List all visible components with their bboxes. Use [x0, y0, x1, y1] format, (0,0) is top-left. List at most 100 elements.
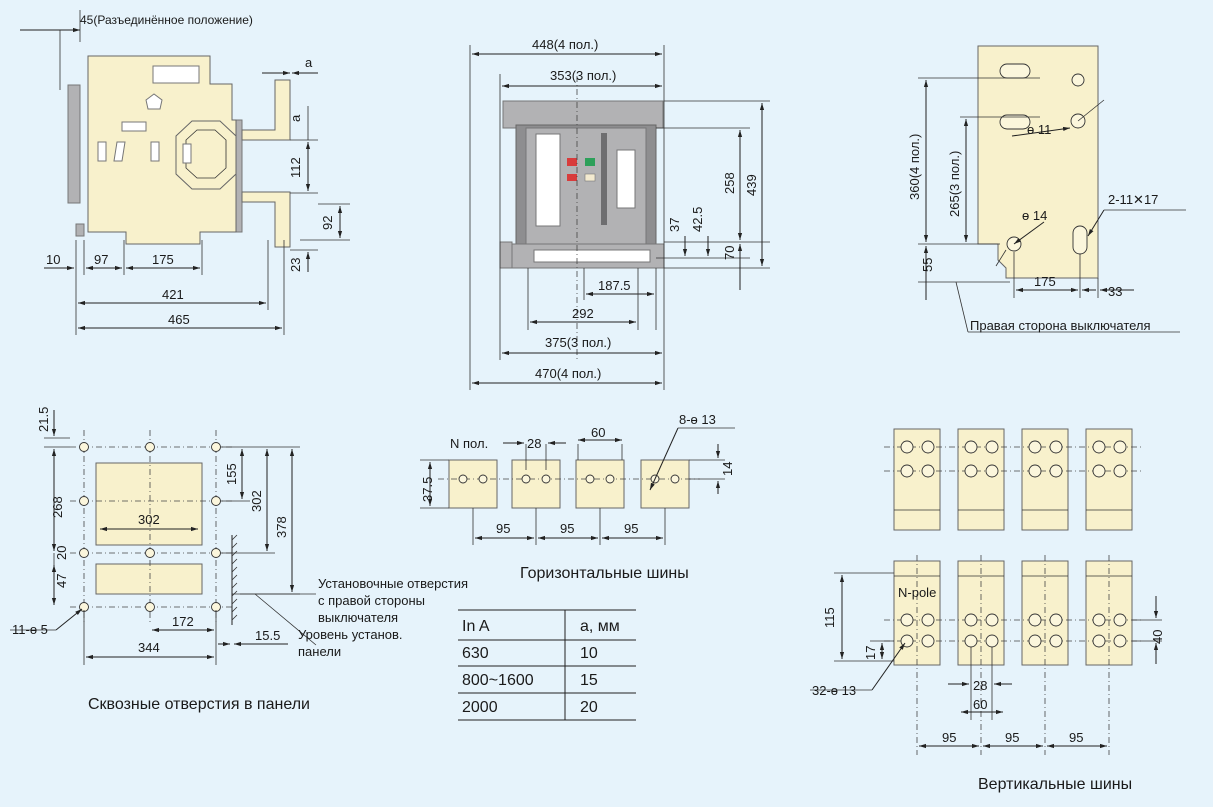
table-cell: 15: [580, 672, 598, 689]
vbar-dim-40: 40: [1150, 630, 1165, 644]
side-view-slot-2: [113, 141, 126, 162]
vbar-dim-17: 17: [863, 646, 878, 660]
front-view-on-button: [585, 158, 595, 166]
dim-10: 10: [46, 252, 60, 267]
dim-353: 353(3 пол.): [550, 68, 616, 83]
table-cell: 2000: [462, 699, 498, 716]
right-side-slot-top: [999, 63, 1031, 79]
vertical-busbars-caption: Вертикальные шины: [978, 776, 1132, 793]
table-cell: 10: [580, 645, 598, 662]
hbar-pole: [511, 459, 561, 509]
panel-hole: [79, 442, 89, 452]
hbar-hole: [585, 474, 595, 484]
dim-375: 375(3 пол.): [545, 335, 611, 350]
dim-187-5: 187.5: [598, 278, 631, 293]
right-side-slot-mid: [999, 114, 1031, 130]
vbar-holes-label: 32-ɵ 13: [812, 683, 856, 698]
side-view-back-plate: [67, 84, 81, 204]
dim-344: 344: [138, 640, 160, 655]
hbar-pole: [575, 459, 625, 509]
hole-11-label: ɵ 11: [1027, 122, 1051, 137]
vbar-dim-115: 115: [822, 607, 837, 628]
hbar-holes-label: 8-ɵ 13: [679, 412, 716, 427]
dim-172: 172: [172, 614, 194, 629]
front-view-handle-slot: [601, 133, 607, 225]
hbar-dim-14: 14: [720, 462, 735, 476]
panel-hole: [211, 548, 221, 558]
table-cell: 630: [462, 645, 489, 662]
dim-302-v: 302: [249, 490, 264, 512]
dim-21-5: 21.5: [36, 407, 51, 432]
vbar-dim-95-3: 95: [1069, 730, 1083, 745]
vbar-dim-95-2: 95: [1005, 730, 1019, 745]
vbar-top-holes: [900, 440, 1127, 478]
dim-448: 448(4 пол.): [532, 37, 598, 52]
panel-hole: [79, 496, 89, 506]
table-cell: 20: [580, 699, 598, 716]
side-view-slot-3: [150, 141, 160, 162]
front-view-top-frame: [502, 100, 664, 129]
side-view: 45(Разъединённое положение) a a 112 92 2…: [20, 10, 350, 335]
dim-258: 258: [722, 172, 737, 194]
hbar-hole: [478, 474, 488, 484]
panel-hole: [211, 442, 221, 452]
side-view-window: [152, 65, 200, 84]
panel-holes-view: 21.5 268 20 47 155 302 378 302 172 344 1…: [10, 407, 468, 713]
right-side-slot-bottom: [1072, 225, 1088, 255]
table-header-in: In A: [462, 618, 490, 635]
front-view-indicator-1: [567, 174, 577, 181]
dim-155: 155: [224, 463, 239, 485]
panel-holes-caption: Сквозные отверстия в панели: [88, 696, 310, 713]
hbar-hole: [521, 474, 531, 484]
front-view-window-left: [535, 133, 561, 227]
dim-360: 360(4 пол.): [907, 134, 922, 200]
front-view-base-slot: [533, 249, 651, 263]
table-cell: 800~1600: [462, 672, 534, 689]
dim-23: 23: [288, 258, 303, 272]
horizontal-busbars-caption: Горизонтальные шины: [520, 565, 689, 582]
dim-268: 268: [50, 496, 65, 518]
dim-20: 20: [54, 546, 69, 560]
dim-47: 47: [54, 574, 69, 588]
vbar-dim-95-1: 95: [942, 730, 956, 745]
vbar-dim-28: 28: [973, 678, 987, 693]
panel-hole: [145, 548, 155, 558]
dim-175: 175: [152, 252, 174, 267]
side-view-slot-4: [182, 143, 192, 164]
hbar-n-pole-label: N пол.: [450, 436, 488, 451]
dim-a-side: a: [288, 114, 303, 122]
side-view-top-busbar: [241, 79, 291, 141]
hbar-hole: [605, 474, 615, 484]
dim-a-top: a: [305, 55, 313, 70]
mount-holes-line-1: Установочные отверстия: [318, 576, 468, 591]
hbar-hole: [541, 474, 551, 484]
right-side-hole-1: [1071, 73, 1085, 87]
dim-439: 439: [744, 174, 759, 196]
side-view-handle-socket: [145, 93, 163, 110]
dim-33: 33: [1108, 284, 1122, 299]
hbar-dim-95-1: 95: [496, 521, 510, 536]
mount-holes-line-2: с правой стороны: [318, 593, 425, 608]
dim-265: 265(3 пол.): [947, 151, 962, 217]
hbar-hole: [458, 474, 468, 484]
dim-421: 421: [162, 287, 184, 302]
a-value-table: In A a, мм 630 10 800~1600 15 2000 20: [458, 609, 636, 721]
side-view-round-panel: [175, 120, 237, 190]
open-position-label: 45(Разъединённое положение): [80, 13, 253, 27]
dim-112: 112: [288, 157, 303, 178]
hbar-dim-95-3: 95: [624, 521, 638, 536]
front-view-off-button: [567, 158, 577, 166]
dim-302-h: 302: [138, 512, 160, 527]
panel-hole: [145, 442, 155, 452]
hbar-dim-37-5: 37.5: [420, 477, 435, 502]
vertical-busbars-view: N-pole 115 17 40 32-ɵ 13 28 60 95 95 95 …: [810, 428, 1165, 793]
vbar-dim-60: 60: [973, 697, 987, 712]
dim-470: 470(4 пол.): [535, 366, 601, 381]
panel-hole: [211, 496, 221, 506]
panel-level-line-1: Уровень установ.: [298, 627, 403, 642]
side-view-bottom-busbar: [241, 191, 291, 248]
right-side-caption: Правая сторона выключателя: [970, 318, 1151, 333]
panel-hole: [145, 602, 155, 612]
hbar-dim-28: 28: [527, 436, 541, 451]
hbar-dim-95-2: 95: [560, 521, 574, 536]
